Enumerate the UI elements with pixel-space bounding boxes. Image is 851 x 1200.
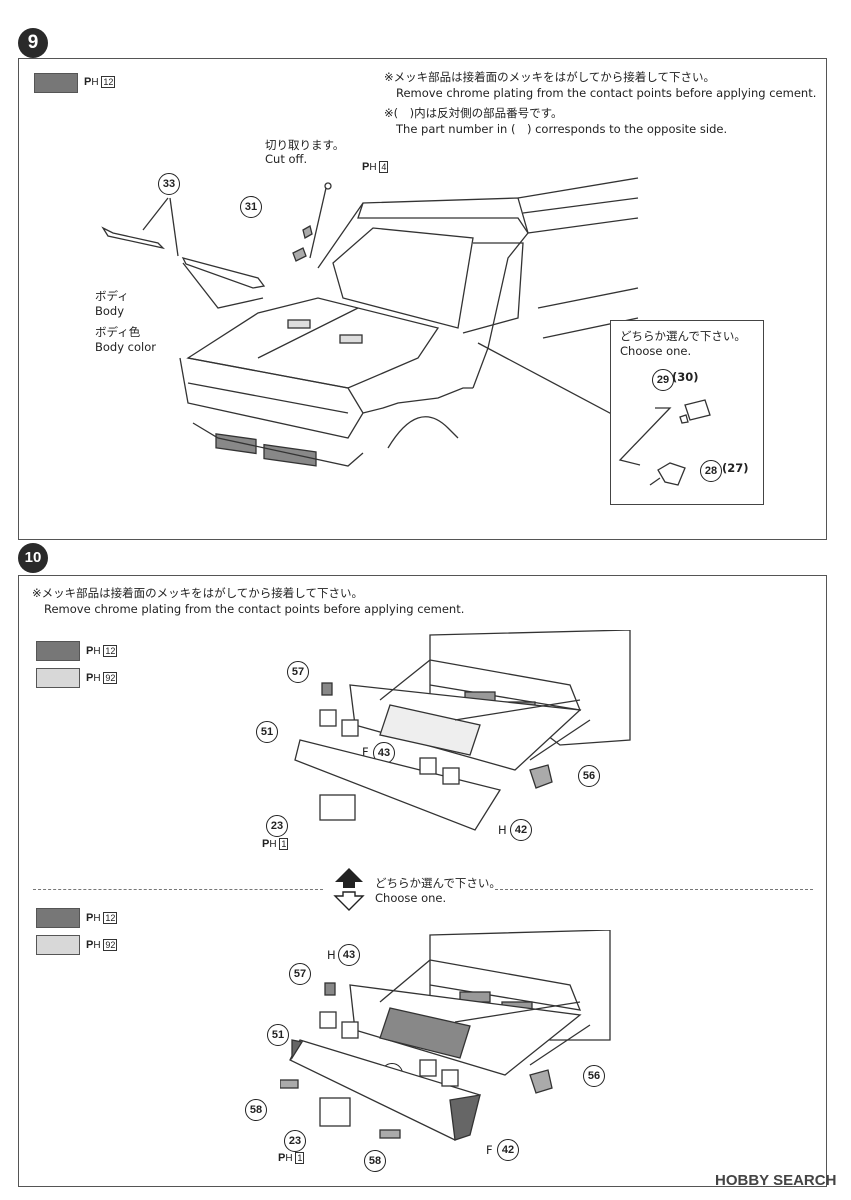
part-23-lower: 23 (284, 1130, 306, 1152)
paint-code-23-upper: PH 1 (262, 838, 289, 850)
grille-label-upper: F (362, 745, 369, 759)
cutoff-label-jp: 切り取ります。 (265, 138, 345, 152)
part-58-lower-right: 58 (364, 1150, 386, 1172)
chrome-note-jp: ※メッキ部品は接着面のメッキをはがしてから接着して下さい。 (384, 70, 715, 84)
divider-dashed-left (33, 889, 323, 890)
paint-code-antenna: PH 4 (362, 161, 389, 173)
part-56-lower: 56 (583, 1065, 605, 1087)
part-27-paren: (27) (722, 461, 749, 475)
lower-grille-assembly (280, 930, 611, 1141)
watermark: HOBBY SEARCH (715, 1172, 837, 1189)
choose-one-en-10: Choose one. (375, 891, 447, 905)
body-label-jp: ボディ (95, 289, 129, 303)
either-arrow-icon (333, 868, 365, 911)
paint-code-light-upper: PH 92 (86, 672, 118, 684)
bumper-label-lower: F (486, 1143, 493, 1157)
part-57-upper: 57 (287, 661, 309, 683)
part-28: 28 (700, 460, 722, 482)
bodycolor-label-jp: ボディ色 (95, 325, 141, 339)
part-57-lower: 57 (289, 963, 311, 985)
bodycolor-label-en: Body color (95, 340, 157, 354)
color-swatch-light-lower (36, 935, 80, 955)
step-9-number: 9 (18, 28, 48, 58)
color-swatch-dark (34, 73, 78, 93)
chrome-note-en-10: Remove chrome plating from the contact p… (44, 602, 465, 616)
part-30-paren: (30) (672, 370, 699, 384)
color-swatch-dark-lower (36, 908, 80, 928)
part-31: 31 (240, 196, 262, 218)
part-33: 33 (158, 173, 180, 195)
part-43-lower: 43 (338, 944, 360, 966)
part-23-upper: 23 (266, 815, 288, 837)
color-swatch-dark-upper (36, 641, 80, 661)
mirror-choose-jp: どちらか選んで下さい。 (620, 329, 746, 343)
part-56-upper: 56 (578, 765, 600, 787)
divider-dashed-right (495, 889, 813, 890)
chrome-note-en: Remove chrome plating from the contact p… (396, 86, 817, 100)
paint-code: PH 12 (84, 76, 116, 88)
paint-code-dark-lower: PH 12 (86, 912, 118, 924)
paint-code-23-lower: PH 1 (278, 1152, 305, 1164)
part-58-lower-left: 58 (245, 1099, 267, 1121)
step-10-number: 10 (18, 543, 48, 573)
chrome-note-jp-10: ※メッキ部品は接着面のメッキをはがしてから接着して下さい。 (32, 586, 363, 600)
paint-code-light-lower: PH 92 (86, 939, 118, 951)
body-label-en: Body (95, 304, 125, 318)
opposite-note-jp: ※( )内は反対側の部品番号です。 (384, 106, 563, 120)
opposite-note-en: The part number in ( ) corresponds to th… (396, 122, 728, 136)
color-swatch-light-upper (36, 668, 80, 688)
truck-body-drawing (101, 177, 639, 467)
cutoff-label-en: Cut off. (265, 152, 308, 166)
upper-grille-assembly (294, 630, 631, 831)
part-42-lower: 42 (497, 1139, 519, 1161)
paint-code-dark-upper: PH 12 (86, 645, 118, 657)
part-42-upper: 42 (510, 819, 532, 841)
part-51-upper-left: 51 (256, 721, 278, 743)
mirror-choose-en: Choose one. (620, 344, 692, 358)
part-29: 29 (652, 369, 674, 391)
choose-one-jp-10: どちらか選んで下さい。 (375, 876, 501, 890)
part-51-lower-left: 51 (267, 1024, 289, 1046)
mirror-drawing (618, 399, 711, 486)
grille-label-lower: H (327, 948, 336, 962)
bumper-label-upper: H (498, 823, 507, 837)
